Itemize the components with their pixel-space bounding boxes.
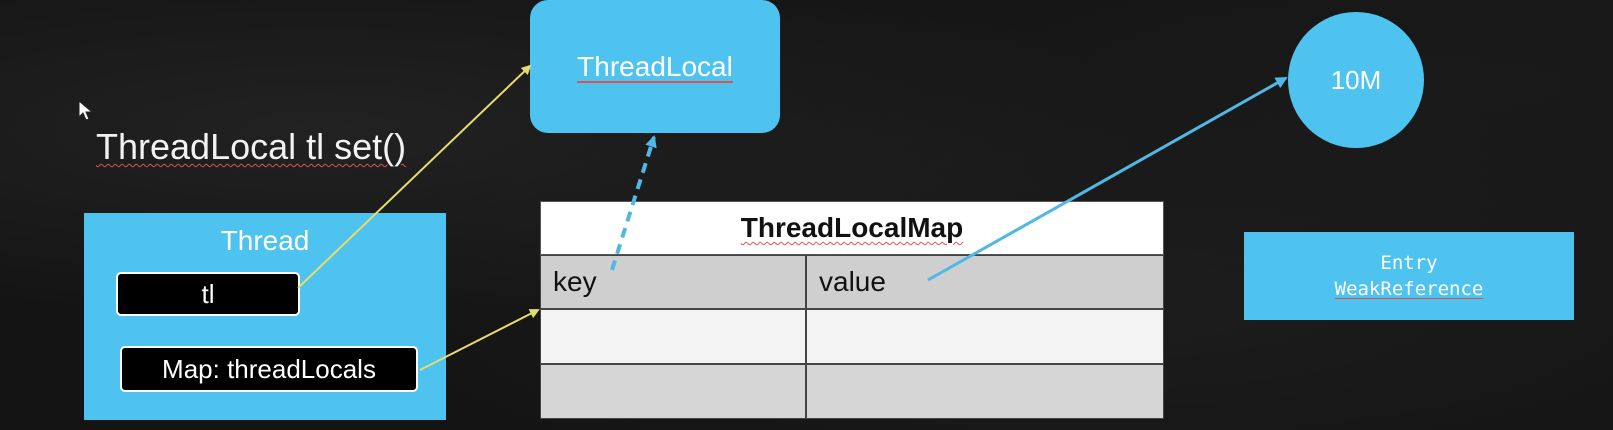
thread-node: Thread tl Map: threadLocals xyxy=(84,213,446,420)
table-cell xyxy=(806,309,1164,364)
thread-node-label: Thread xyxy=(220,225,310,256)
weakreference-label: WeakReference xyxy=(1334,278,1484,300)
arrow-threadlocals-to-map xyxy=(419,309,540,371)
table-header-cell-value: value xyxy=(806,255,1164,309)
threadlocal-node-label: ThreadLocal xyxy=(577,50,733,82)
thread-field-map: Map: threadLocals xyxy=(120,346,418,392)
thread-field-tl: tl xyxy=(116,272,300,316)
threadlocalmap-table: ThreadLocalMap key value xyxy=(540,201,1164,419)
table-header-cell-key: key xyxy=(540,255,806,309)
arrow-value-to-10m xyxy=(927,76,1288,282)
threadlocalmap-title: ThreadLocalMap xyxy=(740,212,964,243)
thread-field-tl-label: tl xyxy=(201,278,215,309)
column-label-key: key xyxy=(553,266,597,297)
table-cell xyxy=(540,364,806,419)
diagram-title: ThreadLocal tl set() xyxy=(96,126,406,168)
table-cell xyxy=(806,364,1164,419)
value-object-label: 10M xyxy=(1330,64,1382,95)
table-cell xyxy=(540,309,806,364)
cursor-arrow-icon xyxy=(78,100,94,121)
arrow-key-to-threadlocal-weak xyxy=(610,135,657,271)
diagram-title-text: ThreadLocal tl set() xyxy=(96,126,407,167)
entry-label: Entry xyxy=(1380,252,1438,274)
arrow-tl-to-threadlocal xyxy=(297,64,532,289)
threadlocal-node: ThreadLocal xyxy=(530,0,780,133)
value-object-circle: 10M xyxy=(1288,12,1424,148)
threadlocalmap-header: ThreadLocalMap xyxy=(540,201,1164,255)
thread-field-map-label: Map: threadLocals xyxy=(162,353,376,384)
column-label-value: value xyxy=(819,266,886,297)
entry-weakreference-node: Entry WeakReference xyxy=(1244,232,1574,320)
